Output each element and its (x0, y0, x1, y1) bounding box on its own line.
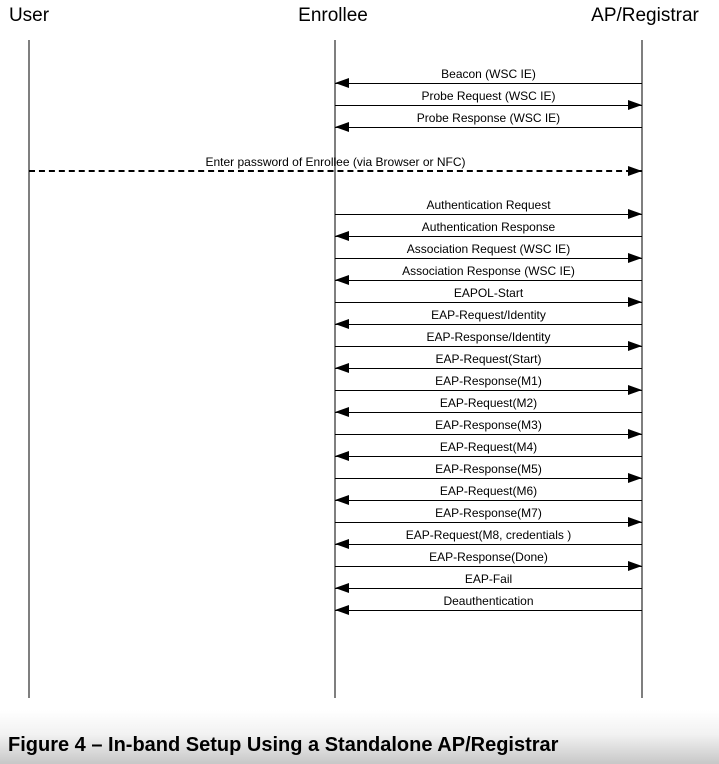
message-label: EAP-Response(M1) (435, 374, 542, 388)
message-label: EAP-Response(M3) (435, 418, 542, 432)
actor-label-user: User (8, 5, 50, 26)
message-line (335, 368, 642, 369)
message-line (335, 412, 642, 413)
actor-label-enrollee: Enrollee (298, 5, 368, 26)
message-line (335, 544, 642, 545)
message-line (335, 105, 642, 106)
message-label: EAP-Response(M5) (435, 462, 542, 476)
lifeline-ap-registrar (641, 40, 643, 698)
caption-band (0, 710, 719, 764)
message-label: EAPOL-Start (453, 286, 524, 300)
message-label: Probe Request (WSC IE) (421, 89, 556, 103)
arrowhead-right-icon (628, 100, 642, 110)
message-label: Deauthentication (443, 594, 534, 608)
arrowhead-right-icon (628, 209, 642, 219)
message-label: Probe Response (WSC IE) (416, 111, 561, 125)
message-line (335, 566, 642, 567)
arrowhead-right-icon (628, 429, 642, 439)
arrowhead-right-icon (628, 517, 642, 527)
message-line (335, 214, 642, 215)
message-label: EAP-Request(M2) (439, 396, 538, 410)
arrowhead-right-icon (628, 473, 642, 483)
arrowhead-left-icon (335, 363, 349, 373)
arrowhead-right-icon (628, 385, 642, 395)
arrowhead-right-icon (628, 341, 642, 351)
lifeline-user (28, 40, 30, 698)
message-label: EAP-Response(Done) (429, 550, 548, 564)
message-label: EAP-Request/Identity (431, 308, 546, 322)
arrowhead-left-icon (335, 275, 349, 285)
message-label: Authentication Request (426, 198, 551, 212)
message-label: EAP-Fail (464, 572, 513, 586)
arrowhead-left-icon (335, 122, 349, 132)
arrowhead-right-icon (628, 166, 642, 176)
message-line (335, 236, 642, 237)
actor-label-ap-registrar: AP/Registrar (591, 5, 699, 26)
arrowhead-left-icon (335, 583, 349, 593)
message-label: EAP-Request(Start) (435, 352, 542, 366)
arrowhead-left-icon (335, 539, 349, 549)
arrowhead-left-icon (335, 451, 349, 461)
message-line (335, 390, 642, 391)
message-label: EAP-Request(M6) (439, 484, 538, 498)
arrowhead-left-icon (335, 605, 349, 615)
message-label: EAP-Response(M7) (435, 506, 542, 520)
message-label: Association Response (WSC IE) (402, 264, 575, 278)
arrowhead-left-icon (335, 231, 349, 241)
arrowhead-right-icon (628, 253, 642, 263)
message-label: Association Request (WSC IE) (406, 242, 571, 256)
message-line (335, 478, 642, 479)
message-line (335, 456, 642, 457)
message-line (335, 324, 642, 325)
arrowhead-left-icon (335, 78, 349, 88)
message-label: EAP-Response/Identity (426, 330, 551, 344)
message-line (335, 83, 642, 84)
message-line (335, 588, 642, 589)
message-line (335, 610, 642, 611)
message-line (335, 346, 642, 347)
message-line (335, 522, 642, 523)
message-label: Authentication Response (421, 220, 556, 234)
message-label: Beacon (WSC IE) (441, 67, 536, 81)
message-line (335, 280, 642, 281)
message-label: Enter password of Enrollee (via Browser … (205, 155, 466, 169)
message-line (335, 258, 642, 259)
message-label: EAP-Request(M8, credentials ) (405, 528, 572, 542)
arrowhead-left-icon (335, 407, 349, 417)
figure-caption: Figure 4 – In-band Setup Using a Standal… (8, 734, 559, 756)
message-label: EAP-Request(M4) (439, 440, 538, 454)
message-line (335, 500, 642, 501)
arrowhead-right-icon (628, 297, 642, 307)
arrowhead-right-icon (628, 561, 642, 571)
message-line (335, 127, 642, 128)
message-line (335, 302, 642, 303)
arrowhead-left-icon (335, 495, 349, 505)
message-line-dashed (29, 170, 642, 172)
message-line (335, 434, 642, 435)
arrowhead-left-icon (335, 319, 349, 329)
